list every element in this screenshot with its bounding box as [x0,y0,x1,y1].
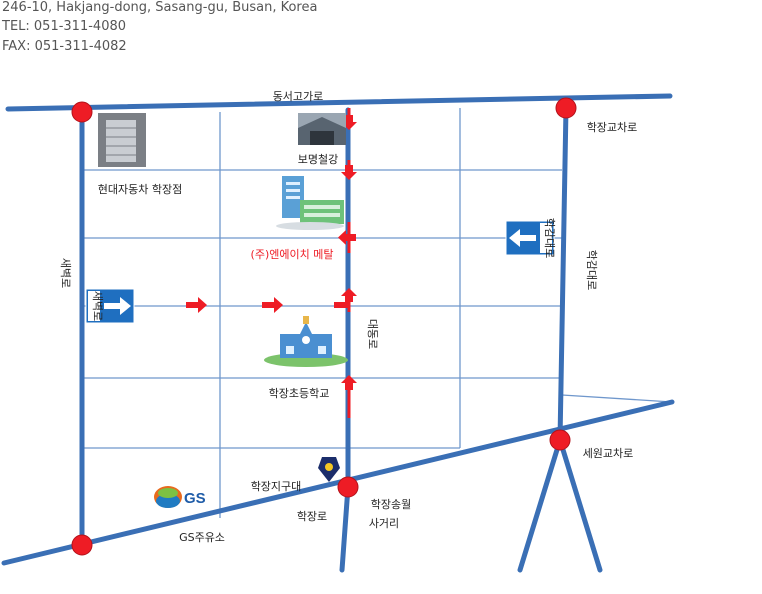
school-label: 학장초등학교 [269,387,330,400]
main-roads [1,93,675,573]
route-arrows [186,115,357,390]
sign-right: 학감대로 [505,218,556,258]
intersection-bottom-label-1: 학장송월 [371,498,411,511]
road-right-label: 학감대로 [585,250,598,290]
road-center-label: 대동로 [366,319,379,349]
police-label: 학장지구대 [251,480,302,493]
police-badge-icon [318,457,340,482]
marker-center-bottom [337,476,359,498]
arrow-up-icon [341,375,357,390]
gs-station-label: GS주유소 [179,531,225,544]
intersection-markers [71,97,577,556]
address-line: 246-10, Hakjang-dong, Sasang-gu, Busan, … [2,0,318,15]
intersection-top-right-label: 학장교차로 [587,121,638,134]
gs-logo: GS [154,486,206,508]
intersection-bottom-label-2: 사거리 [369,517,399,530]
school-building-icon [264,316,348,367]
marker-right [549,429,571,451]
hyundai-label: 현대자동차 학장점 [98,183,182,196]
bomyeong-building-photo [298,113,346,145]
road-top-label: 동서고가로 [273,90,324,103]
arrow-right-icon [186,297,207,313]
marker-top-right [555,97,577,119]
sign-arrow-left-icon [509,229,536,247]
gs-logo-text: GS [184,490,206,507]
company-label: (주)엔에이치 메탈 [251,248,334,261]
sign-left: 새벽로 [85,288,135,324]
company-building-icon [276,176,344,230]
marker-top-left [71,101,93,123]
arrow-right-icon [334,302,350,308]
street-grid [82,108,673,518]
tel-line: TEL: 051-311-4080 [2,19,127,34]
sign-arrow-right-icon [104,297,131,315]
sign-left-text: 새벽로 [91,291,104,321]
sign-right-text: 학감대로 [543,218,556,258]
bomyeong-label: 보명철강 [298,153,338,166]
marker-bottom-left [71,534,93,556]
intersection-right-label: 세원교차로 [583,447,634,460]
road-left-label: 새벽로 [59,258,72,288]
arrow-up-icon [341,288,357,302]
hyundai-building-photo [98,113,146,167]
arrow-down-icon [341,165,357,180]
road-bottom-label: 학장로 [297,510,327,523]
arrow-left-icon [338,230,356,245]
fax-line: FAX: 051-311-4082 [2,39,127,54]
arrow-right-icon [262,297,283,313]
